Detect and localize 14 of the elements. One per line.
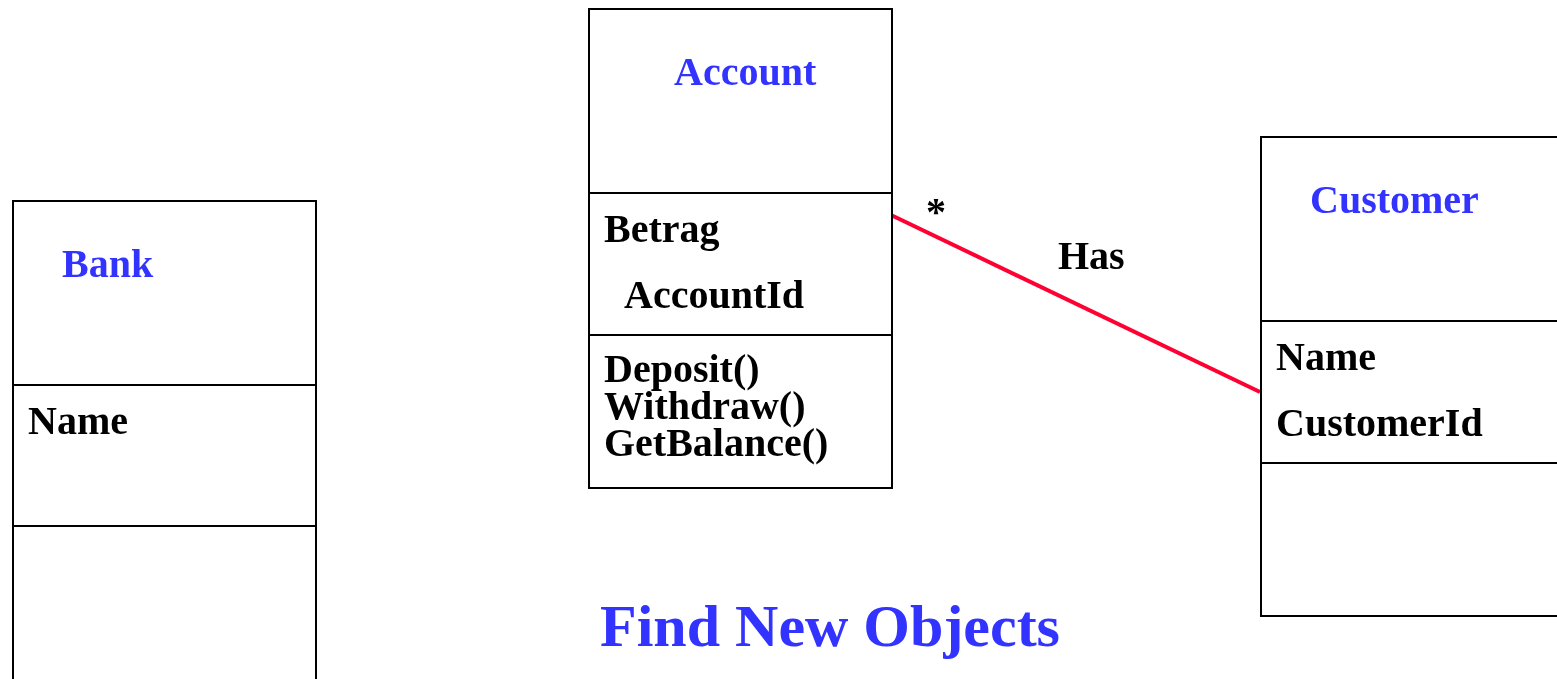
class-box [12,200,317,679]
attribute-text: CustomerId [1276,398,1484,447]
edge-label: Has [1058,232,1125,279]
attribute-text: Name [28,396,129,445]
class-name: Account [674,54,818,90]
attribute-text: AccountId [623,270,806,319]
class-box [1260,136,1557,617]
class-box [588,8,893,489]
multiplicity-label: * [926,188,946,235]
title: Find New Objects [600,592,1060,661]
class-name: Customer [1310,182,1480,218]
attribute-text: Name [1276,332,1377,381]
attribute-text: Betrag [604,204,721,253]
class-name: Bank [62,246,155,282]
